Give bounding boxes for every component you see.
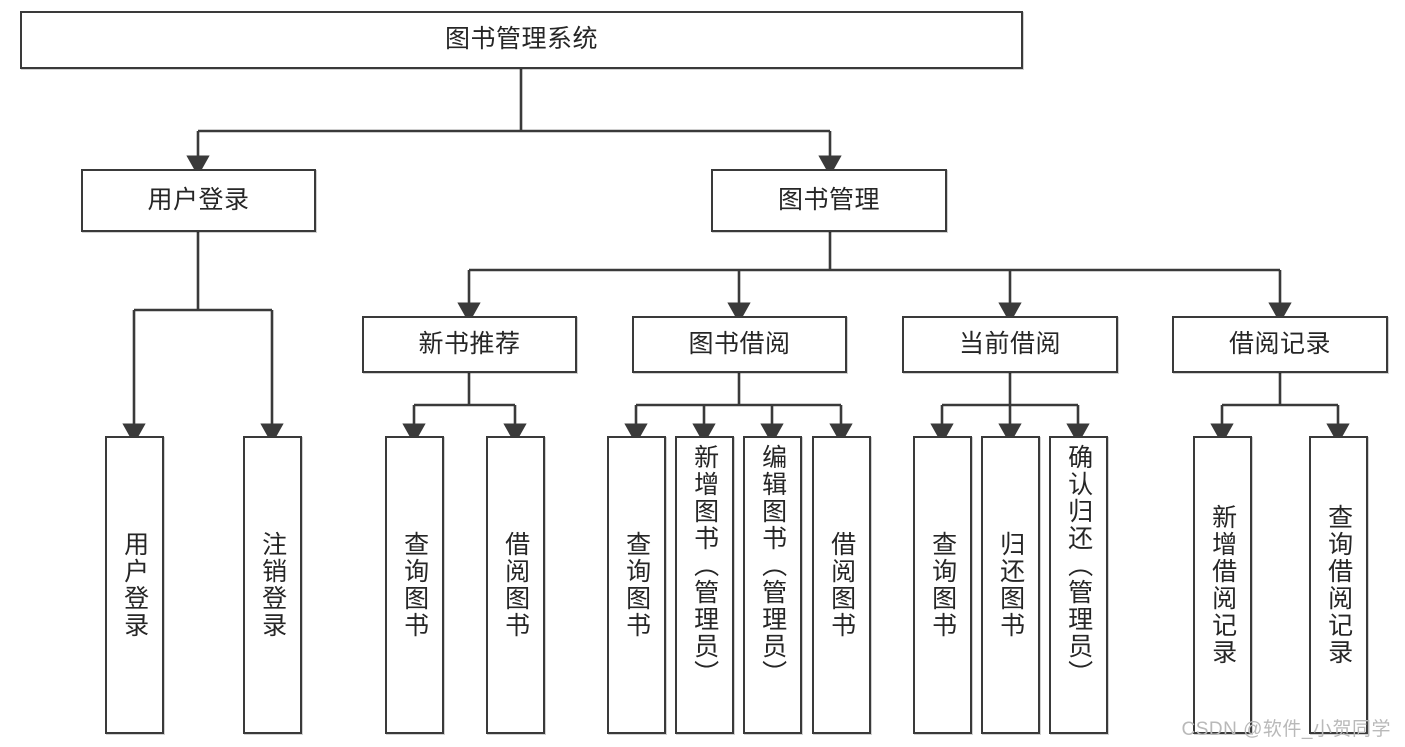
- node-leaf-query-book-2[interactable]: 查询图书: [607, 436, 666, 734]
- node-leaf-return-book[interactable]: 归还图书: [981, 436, 1040, 734]
- node-book-borrow[interactable]: 图书借阅: [632, 316, 847, 373]
- node-label: 用户登录: [120, 531, 149, 639]
- node-leaf-edit-book[interactable]: 编辑图书（管理员）: [743, 436, 802, 734]
- node-label: 用户登录: [147, 185, 250, 214]
- node-leaf-confirm-return[interactable]: 确认归还（管理员）: [1049, 436, 1108, 734]
- node-root-system[interactable]: 图书管理系统: [20, 11, 1023, 69]
- node-label: 借阅图书: [827, 531, 856, 639]
- node-current-borrow[interactable]: 当前借阅: [902, 316, 1118, 373]
- node-label: 查询借阅记录: [1324, 504, 1353, 666]
- node-leaf-add-record[interactable]: 新增借阅记录: [1193, 436, 1252, 734]
- node-new-book-recommend[interactable]: 新书推荐: [362, 316, 577, 373]
- node-label: 查询图书: [400, 531, 429, 639]
- node-label: 确认归还（管理员）: [1064, 444, 1093, 687]
- node-label: 图书借阅: [688, 329, 791, 358]
- node-borrow-record[interactable]: 借阅记录: [1172, 316, 1388, 373]
- node-leaf-add-book[interactable]: 新增图书（管理员）: [675, 436, 734, 734]
- node-label: 查询图书: [622, 531, 651, 639]
- node-user-login[interactable]: 用户登录: [81, 169, 316, 232]
- node-label: 新书推荐: [418, 329, 521, 358]
- node-label: 编辑图书（管理员）: [758, 444, 787, 687]
- node-label: 图书管理系统: [444, 25, 598, 54]
- node-leaf-user-login[interactable]: 用户登录: [105, 436, 164, 734]
- node-label: 归还图书: [996, 531, 1025, 639]
- node-label: 注销登录: [258, 531, 287, 639]
- node-label: 查询图书: [928, 531, 957, 639]
- csdn-watermark: CSDN @软件_小贺同学: [1181, 719, 1391, 740]
- node-leaf-borrow-book-1[interactable]: 借阅图书: [486, 436, 545, 734]
- node-leaf-query-book-1[interactable]: 查询图书: [385, 436, 444, 734]
- node-label: 新增借阅记录: [1208, 504, 1237, 666]
- node-label: 借阅记录: [1228, 329, 1331, 358]
- node-leaf-query-record[interactable]: 查询借阅记录: [1309, 436, 1368, 734]
- node-label: 图书管理: [777, 185, 880, 214]
- node-label: 新增图书（管理员）: [690, 444, 719, 687]
- node-leaf-borrow-book-2[interactable]: 借阅图书: [812, 436, 871, 734]
- node-label: 当前借阅: [958, 329, 1061, 358]
- node-leaf-query-book-3[interactable]: 查询图书: [913, 436, 972, 734]
- node-book-manage[interactable]: 图书管理: [711, 169, 947, 232]
- node-label: 借阅图书: [501, 531, 530, 639]
- node-leaf-logout-login[interactable]: 注销登录: [243, 436, 302, 734]
